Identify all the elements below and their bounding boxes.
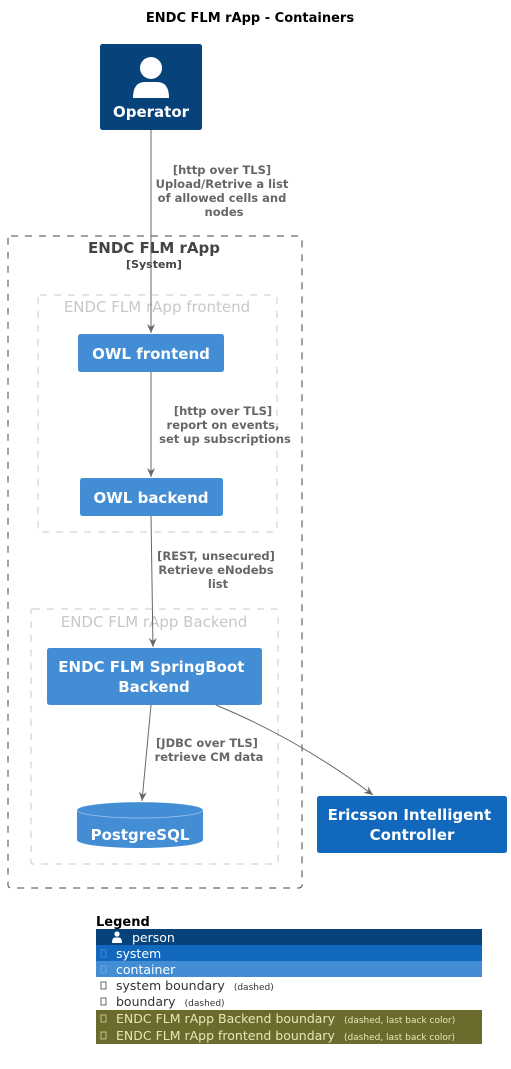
- edge-label-line: list: [208, 577, 229, 591]
- springboot-label-line1: ENDC FLM SpringBoot: [58, 658, 244, 676]
- edge-label-line: set up subscriptions: [159, 432, 291, 446]
- edge-label-line: [http over TLS]: [174, 404, 272, 418]
- legend: Legend person system container system bo…: [96, 915, 482, 1044]
- boundary-glyph-icon: [100, 1014, 107, 1023]
- operator-label: Operator: [113, 103, 190, 121]
- legend-item-backend-boundary: ENDC FLM rApp Backend boundary (dashed, …: [96, 1008, 482, 1027]
- system-glyph-icon: [100, 949, 107, 958]
- system-boundary-stereotype: [System]: [126, 258, 182, 271]
- legend-item-container: container: [96, 961, 482, 977]
- boundary-glyph-icon: [100, 1031, 107, 1040]
- svg-text:ENDC FLM rApp frontend boundar: ENDC FLM rApp frontend boundary (dashed,…: [116, 1025, 455, 1044]
- legend-item-person: person: [96, 929, 482, 945]
- svg-text:[http over TLS] Upload/R: [http over TLS] Upload/Retrive a list of…: [156, 163, 293, 219]
- person-icon: [133, 57, 169, 98]
- legend-backend-boundary-label: ENDC FLM rApp Backend boundary: [116, 1011, 336, 1026]
- legend-item-boundary: boundary (dashed): [100, 991, 225, 1010]
- legend-item-system-boundary: system boundary (dashed): [100, 975, 274, 994]
- legend-system-boundary-note: (dashed): [234, 983, 274, 993]
- owl-backend-label: OWL backend: [94, 489, 209, 507]
- legend-item-frontend-boundary: ENDC FLM rApp frontend boundary (dashed,…: [96, 1025, 482, 1044]
- springboot-node[interactable]: ENDC FLM SpringBoot Backend: [47, 648, 262, 705]
- owl-backend-node[interactable]: OWL backend: [80, 478, 223, 516]
- edge-label-line: [JDBC over TLS]: [156, 736, 258, 750]
- edge-label-line: report on events,: [167, 418, 280, 432]
- svg-text:system boundary (dashe: system boundary (dashed): [116, 975, 274, 994]
- legend-boundary-note: (dashed): [185, 999, 225, 1009]
- frontend-boundary: ENDC FLM rApp frontend: [37, 294, 278, 533]
- legend-system-boundary-label: system boundary: [116, 978, 225, 993]
- edge-label-line: retrieve CM data: [155, 750, 264, 764]
- svg-text:[JDBC over TLS] retrieve: [JDBC over TLS] retrieve CM data: [155, 736, 264, 764]
- system-boundary: ENDC FLM rApp [System]: [7, 235, 303, 889]
- eic-label-line2: Controller: [370, 826, 455, 844]
- edge-springboot-eic: [215, 704, 374, 796]
- svg-text:boundary (dashed): boundary (dashed): [116, 991, 225, 1010]
- edge-springboot-postgres: [JDBC over TLS] retrieve CM data: [138, 704, 264, 802]
- boundary-glyph-icon: [100, 997, 107, 1006]
- svg-text:Ericsson Intelligent Con: Ericsson Intelligent Controller: [328, 806, 497, 844]
- legend-system-label: system: [116, 946, 161, 961]
- postgresql-node[interactable]: PostgreSQL: [76, 801, 204, 848]
- edge-label-line: Retrieve eNodebs: [158, 563, 273, 577]
- diagram-title: ENDC FLM rApp - Containers: [146, 11, 354, 26]
- svg-text:[REST, unsecured] Retrie: [REST, unsecured] Retrieve eNodebs list: [157, 549, 279, 591]
- svg-text:ENDC FLM rApp Backend boundary: ENDC FLM rApp Backend boundary (dashed, …: [116, 1008, 455, 1027]
- legend-frontend-boundary-label: ENDC FLM rApp frontend boundary: [116, 1028, 335, 1043]
- legend-frontend-boundary-note: (dashed, last back color): [344, 1033, 455, 1043]
- backend-boundary-label: ENDC FLM rApp Backend: [61, 613, 248, 631]
- edge-frontend-backend: [http over TLS] report on events, set up…: [147, 372, 291, 477]
- svg-text:ENDC FLM SpringBoot Back: ENDC FLM SpringBoot Backend: [58, 658, 249, 696]
- postgresql-label: PostgreSQL: [91, 826, 190, 844]
- edge-operator-frontend: [http over TLS] Upload/Retrive a list of…: [147, 130, 293, 333]
- frontend-boundary-label: ENDC FLM rApp frontend: [64, 298, 250, 316]
- owl-frontend-label: OWL frontend: [92, 345, 210, 363]
- container-glyph-icon: [100, 965, 107, 974]
- edge-backend-springboot: [REST, unsecured] Retrieve eNodebs list: [148, 515, 279, 648]
- eic-node[interactable]: Ericsson Intelligent Controller: [317, 796, 507, 853]
- backend-boundary: ENDC FLM rApp Backend: [30, 608, 279, 865]
- legend-container-label: container: [116, 962, 176, 977]
- legend-backend-boundary-note: (dashed, last back color): [344, 1016, 455, 1026]
- system-boundary-label: ENDC FLM rApp: [88, 239, 220, 257]
- springboot-label-line2: Backend: [118, 678, 190, 696]
- edge-label-line: nodes: [205, 205, 244, 219]
- svg-text:[http over TLS] report o: [http over TLS] report on events, set up…: [159, 404, 291, 446]
- operator-node[interactable]: Operator: [100, 44, 202, 130]
- person-icon: [112, 931, 122, 943]
- legend-person-label: person: [132, 930, 175, 945]
- edge-label-line: of allowed cells and: [158, 191, 287, 205]
- legend-item-system: system: [96, 945, 482, 961]
- edge-label-line: Upload/Retrive a list: [156, 177, 289, 191]
- boundary-glyph-icon: [100, 981, 107, 990]
- edge-label-line: [http over TLS]: [173, 163, 271, 177]
- legend-title: Legend: [96, 915, 150, 930]
- legend-boundary-label: boundary: [116, 994, 176, 1009]
- edge-label-line: [REST, unsecured]: [157, 549, 275, 563]
- eic-label-line1: Ericsson Intelligent: [328, 806, 492, 824]
- owl-frontend-node[interactable]: OWL frontend: [78, 334, 224, 372]
